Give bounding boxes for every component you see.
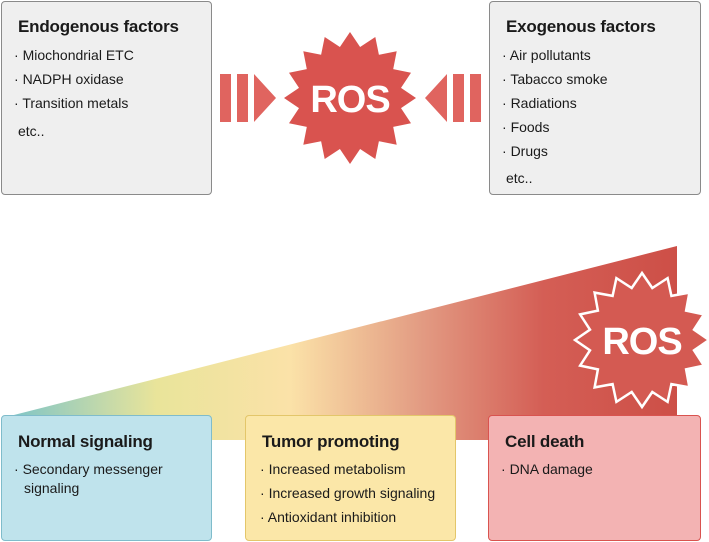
normal-signaling-title: Normal signaling <box>18 432 153 451</box>
endogenous-item: · NADPH oxidase <box>14 71 124 87</box>
ros-label-top: ROS <box>310 79 389 121</box>
cell-death-title: Cell death <box>505 432 585 451</box>
ros-starburst-top <box>284 32 416 164</box>
endogenous-to-ros-arrow <box>220 74 276 122</box>
endogenous-item: · Miochondrial ETC <box>14 47 134 63</box>
exogenous-item: · Drugs <box>502 143 548 159</box>
endogenous-title: Endogenous factors <box>18 17 179 36</box>
tumor-promoting-item: · Increased growth signaling <box>260 485 436 501</box>
exogenous-title: Exogenous factors <box>506 17 656 36</box>
exogenous-item: · Foods <box>502 119 550 135</box>
endogenous-factors-box: Endogenous factors · Miochondrial ETC · … <box>1 1 212 195</box>
normal-signaling-item: · Secondary messenger <box>14 461 163 477</box>
exogenous-item: · Radiations <box>502 95 577 111</box>
tumor-promoting-item: · Antioxidant inhibition <box>260 509 397 525</box>
exogenous-etc: etc.. <box>506 170 533 186</box>
cell-death-box: Cell death · DNA damage <box>488 415 701 541</box>
tumor-promoting-box: Tumor promoting · Increased metabolism ·… <box>245 415 456 541</box>
tumor-promoting-item: · Increased metabolism <box>260 461 406 477</box>
tumor-promoting-title: Tumor promoting <box>262 432 400 451</box>
endogenous-item: · Transition metals <box>14 95 129 111</box>
exogenous-item: · Air pollutants <box>502 47 591 63</box>
normal-signaling-item-cont: signaling <box>24 480 80 496</box>
ros-label-bottom: ROS <box>602 321 681 363</box>
exogenous-to-ros-arrow <box>425 74 481 122</box>
endogenous-etc: etc.. <box>18 123 45 139</box>
ros-starburst-bottom <box>572 270 709 410</box>
cell-death-item: · DNA damage <box>501 461 593 477</box>
ros-level-wedge <box>10 246 677 440</box>
normal-signaling-box: Normal signaling · Secondary messenger s… <box>1 415 212 541</box>
exogenous-item: · Tabacco smoke <box>502 71 608 87</box>
exogenous-factors-box: Exogenous factors · Air pollutants · Tab… <box>489 1 701 195</box>
